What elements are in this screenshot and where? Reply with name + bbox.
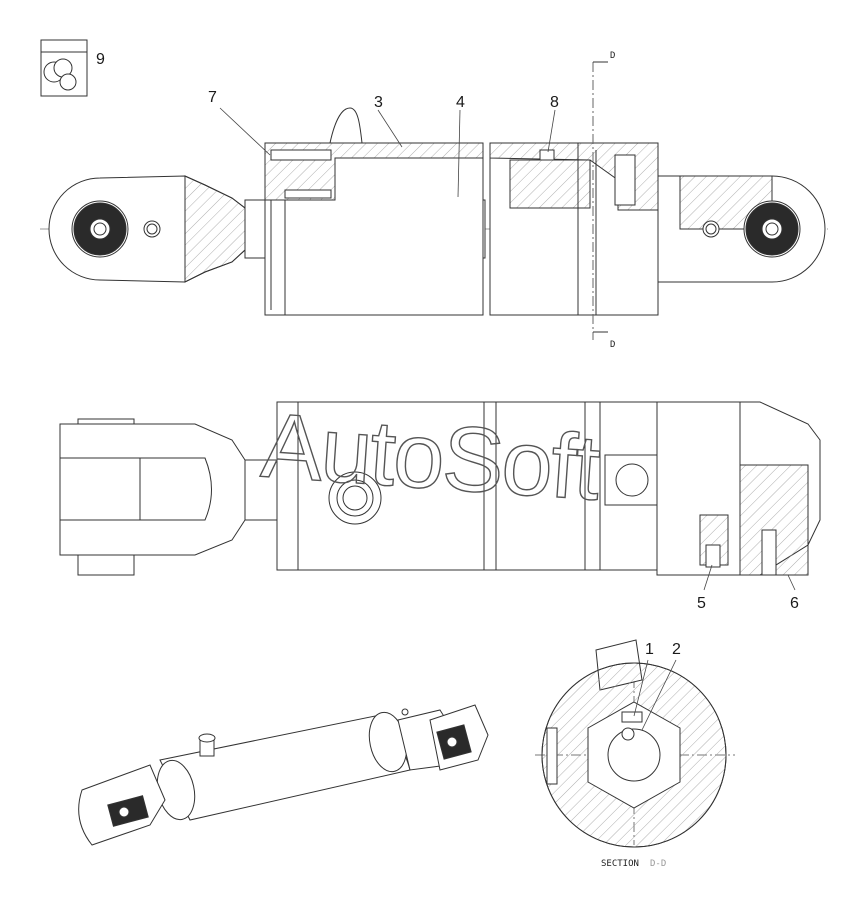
seal-kit-icon[interactable] [40, 39, 88, 97]
callout-7[interactable]: 7 [208, 89, 217, 106]
section-d-d-view [535, 639, 735, 848]
callout-9[interactable]: 9 [96, 51, 105, 68]
section-mark-top: D [610, 51, 615, 61]
callout-3[interactable]: 3 [374, 94, 383, 111]
section-mark-bottom: D [610, 340, 615, 350]
cylinder-isometric-view [78, 704, 489, 846]
watermark: AutoSoft [258, 394, 603, 519]
callout-5[interactable]: 5 [697, 595, 706, 612]
leader-lines-top [219, 107, 556, 198]
section-caption-id: D-D [650, 859, 666, 869]
section-caption-prefix: SECTION [601, 859, 639, 869]
callout-6[interactable]: 6 [790, 595, 799, 612]
callout-4[interactable]: 4 [456, 94, 465, 111]
cylinder-top-view [59, 401, 821, 576]
callout-1[interactable]: 1 [645, 641, 654, 658]
callout-8[interactable]: 8 [550, 94, 559, 111]
leader-lines-section [633, 659, 677, 731]
leader-lines-mid [703, 564, 796, 591]
callout-2[interactable]: 2 [672, 641, 681, 658]
cylinder-section-view [40, 61, 828, 340]
